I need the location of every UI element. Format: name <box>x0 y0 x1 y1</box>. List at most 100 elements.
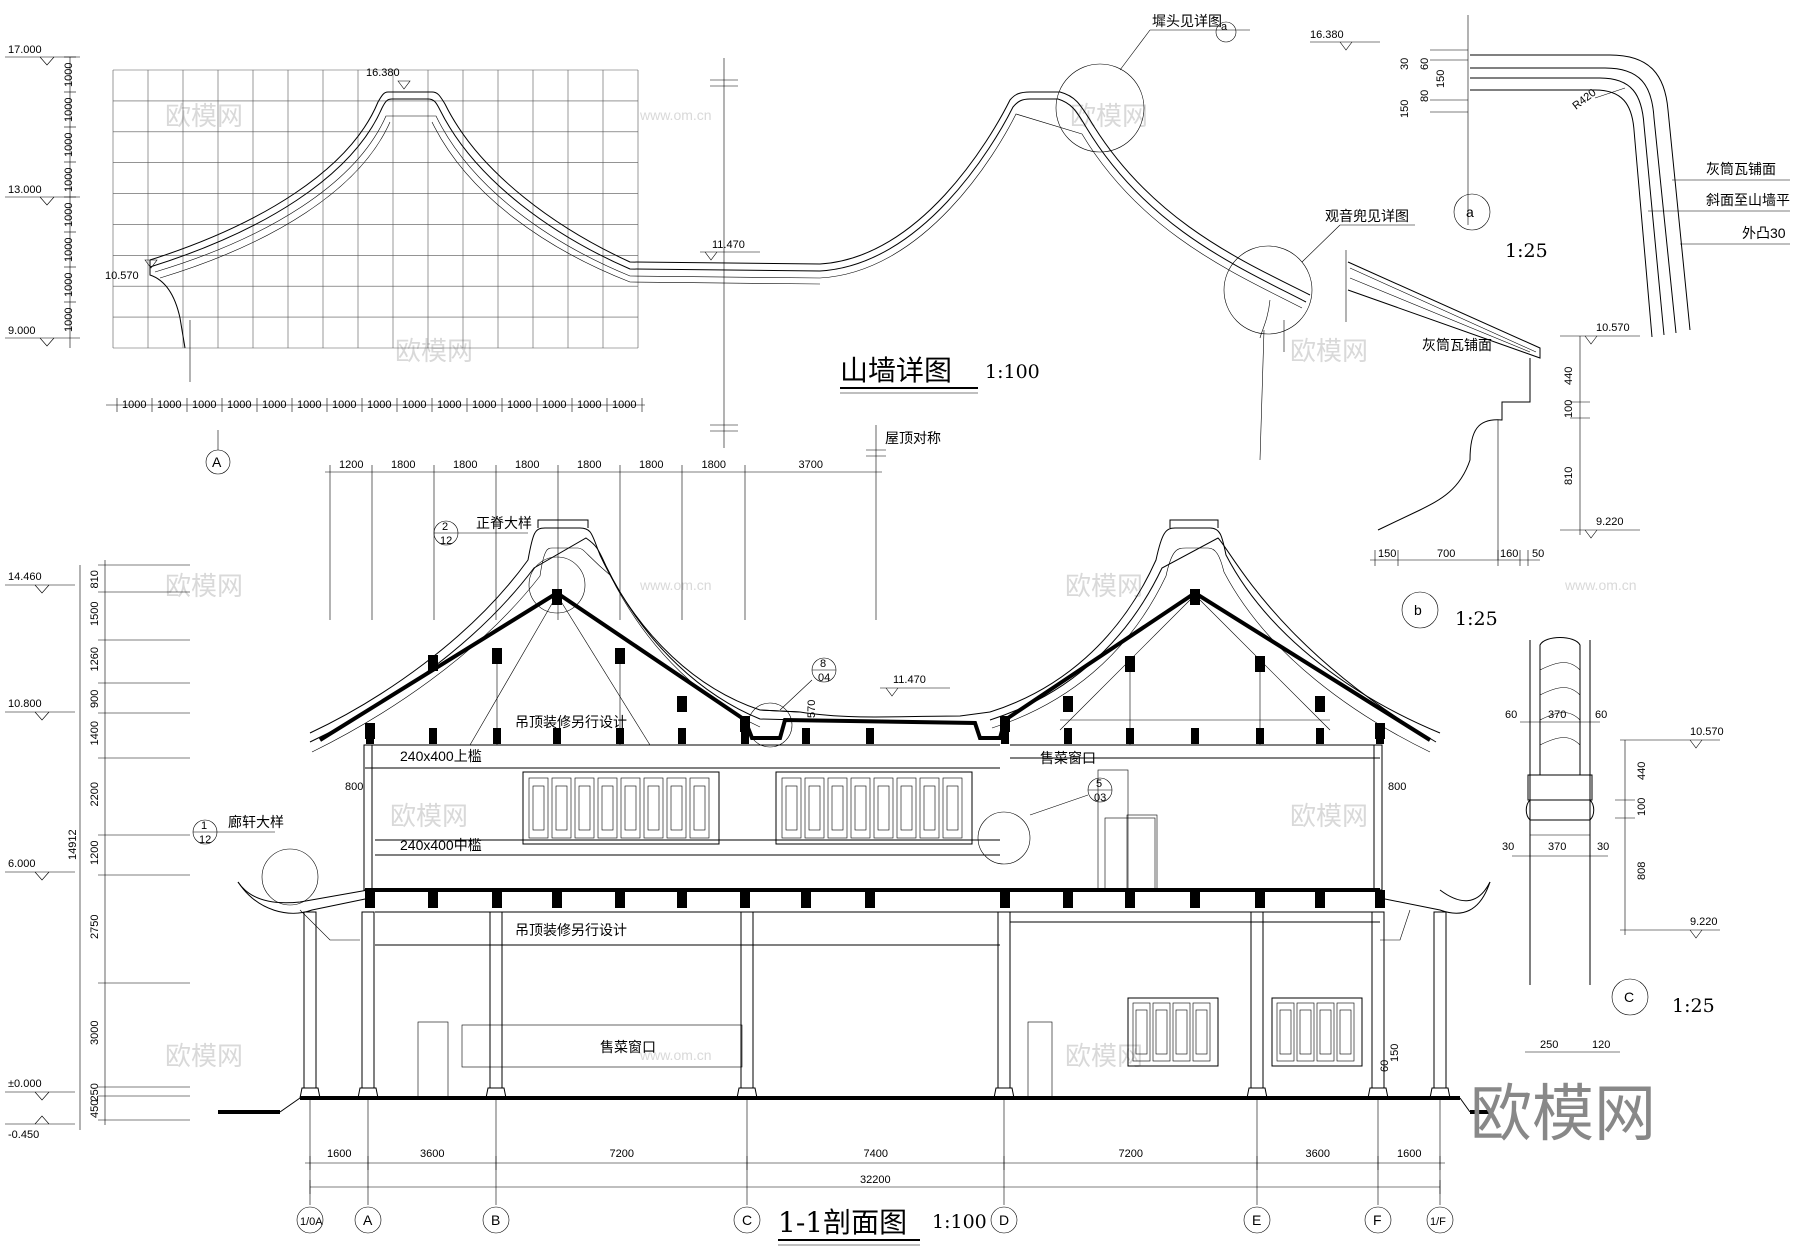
window-label: 售菜窗口 <box>600 1039 656 1055</box>
detail-ref: b <box>1414 602 1422 618</box>
beam-label: 240x400上槛 <box>400 748 482 764</box>
axis-label: 1/F <box>1430 1216 1446 1228</box>
dim-text: 1000 <box>63 168 75 192</box>
dim-text: 50 <box>1532 548 1544 560</box>
dim-text: 100 <box>1636 798 1648 816</box>
upper-windows <box>522 771 973 845</box>
dim-text: 1000 <box>227 399 251 411</box>
dim-text: 1000 <box>63 133 75 157</box>
watermark-logo: 欧模网 <box>1070 101 1148 131</box>
level-label: -0.450 <box>8 1129 39 1141</box>
axis-label: 1/0A <box>300 1216 323 1228</box>
axis-bubble <box>733 1206 761 1234</box>
level-label: ±0.000 <box>8 1078 42 1090</box>
dim-text: 1000 <box>542 399 566 411</box>
axis-label: E <box>1252 1212 1261 1228</box>
detail-c: 60 370 60 30 370 30 10.570 9.220 440 100… <box>1502 637 1724 1053</box>
dim-text: 7200 <box>610 1148 634 1160</box>
axis-bubble <box>354 1206 382 1234</box>
detail-scale: 1:25 <box>1455 608 1498 630</box>
roof-symmetry-note: 屋顶对称 <box>885 430 941 446</box>
dim-text: 810 <box>1563 467 1575 485</box>
watermark-logo: 欧模网 <box>395 336 473 366</box>
section-scale: 1:100 <box>932 1211 987 1233</box>
dim-text: 1000 <box>507 399 531 411</box>
axis-label: A <box>363 1212 373 1228</box>
dim-text: 1000 <box>402 399 426 411</box>
dim-text: 1000 <box>437 399 461 411</box>
section-title: 1-1剖面图 <box>778 1206 907 1239</box>
dim-text: 440 <box>1563 367 1575 385</box>
dim-text: 1400 <box>89 721 101 745</box>
watermark-logo: 欧模网 <box>1290 336 1368 366</box>
total-dim: 32200 <box>860 1174 891 1186</box>
callout-sheet: 03 <box>1094 792 1106 804</box>
ground-windows <box>1127 997 1363 1067</box>
watermark-logo: 欧模网 <box>165 1041 243 1071</box>
level-label: 10.570 <box>1690 726 1724 738</box>
axis-bubble <box>1426 1206 1454 1234</box>
eave-callout-label: 廊轩大样 <box>228 814 284 830</box>
dim-text: 440 <box>1636 762 1648 780</box>
gable-scale: 1:100 <box>985 361 1040 383</box>
dim-text: 60 <box>1595 709 1607 721</box>
dim-text: 150 <box>1389 1044 1401 1062</box>
dim-text: 1000 <box>63 273 75 297</box>
dim-text: 60 <box>1505 709 1517 721</box>
dim-text: 1000 <box>157 399 181 411</box>
callout-num: 8 <box>820 658 826 670</box>
note-text: 灰筒瓦铺面 <box>1706 161 1776 177</box>
dim-text: 3600 <box>1306 1148 1330 1160</box>
dim-text: 1500 <box>89 602 101 626</box>
dim-text: 250 <box>89 1083 101 1101</box>
dim-text: 1000 <box>262 399 286 411</box>
level-label: 11.470 <box>712 239 745 251</box>
roof <box>309 519 1441 753</box>
dim-text: 370 <box>1548 841 1566 853</box>
axis-label: D <box>999 1212 1009 1228</box>
dim-text: 1800 <box>577 459 601 471</box>
gable-horizontal-dims: 1000 1000 1000 1000 1000 1000 1000 1000 1000 1000… <box>106 398 645 412</box>
level-label: 16.380 <box>366 67 400 79</box>
level-label: 9.220 <box>1596 516 1624 528</box>
gable-detail: 17.000 13.000 9.000 10001000100010001000… <box>5 13 1415 475</box>
watermark-url: www.om.cn <box>1564 577 1637 593</box>
watermark-url: www.om.cn <box>639 1047 712 1063</box>
dim-text: 3700 <box>799 459 823 471</box>
dim-text: 808 <box>1636 862 1648 880</box>
dim-text: 30 <box>1502 841 1514 853</box>
callout-num: 2 <box>442 521 448 533</box>
dim-text: 80 <box>1419 90 1431 102</box>
dim-text: 1000 <box>332 399 356 411</box>
watermark-url: www.om.cn <box>639 107 712 123</box>
dim-text: 1800 <box>702 459 726 471</box>
dim-text: 450 <box>89 1100 101 1118</box>
dim-text: 1000 <box>367 399 391 411</box>
section-levels: 14.460 10.800 6.000 ±0.000 -0.450 14912 <box>5 565 81 1141</box>
dim-text: 7400 <box>864 1148 888 1160</box>
axis-label: F <box>1373 1212 1382 1228</box>
level-label: 9.220 <box>1690 916 1718 928</box>
dim-text: 150 <box>1378 548 1396 560</box>
callout-eave-label: 观音兜见详图 <box>1325 208 1409 224</box>
dim-text: 7200 <box>1119 1148 1143 1160</box>
note-text: 外凸30 <box>1742 225 1786 241</box>
gable-grid <box>112 69 639 349</box>
note-text: 斜面至山墙平 <box>1706 192 1790 208</box>
watermark-logo: 欧模网 <box>165 101 243 131</box>
level-label: 13.000 <box>8 184 42 196</box>
axis-bubble <box>1364 1206 1392 1234</box>
window-label: 售菜窗口 <box>1040 750 1096 766</box>
dim-text: 800 <box>345 781 363 793</box>
axis-label: C <box>742 1212 752 1228</box>
dim-text: 810 <box>89 570 101 588</box>
callout-sheet: 04 <box>818 672 830 684</box>
radius-text: R420 <box>1570 87 1598 113</box>
dim-text: 1000 <box>577 399 601 411</box>
watermark-url: www.om.cn <box>639 577 712 593</box>
dim-text: 1000 <box>63 98 75 122</box>
